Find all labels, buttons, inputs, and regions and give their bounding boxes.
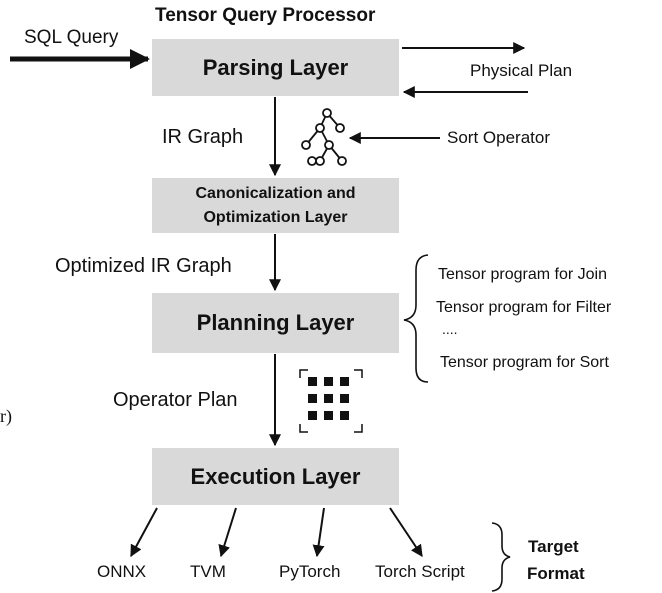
planning-layer-label: Planning Layer [196, 310, 355, 335]
parsing-layer-label: Parsing Layer [202, 54, 349, 80]
tensor-grid-icon [299, 369, 363, 433]
tree-structure-icon [301, 108, 347, 166]
canonicalization-layer-label-line2: Optimization Layer [203, 208, 348, 226]
tensor-program-ellipsis: .... [442, 321, 458, 337]
margin-fragment: r) [0, 406, 12, 426]
target-tvm: TVM [190, 562, 226, 581]
optimized-ir-graph-label: Optimized IR Graph [55, 255, 232, 277]
canonicalization-layer-box: Canonicalization and Optimization Layer [152, 178, 399, 233]
target-torch-script: Torch Script [375, 562, 465, 581]
target-pytorch: PyTorch [279, 562, 341, 581]
execution-layer-box: Execution Layer [152, 448, 399, 505]
canonicalization-layer-label-line1: Canonicalization and [195, 184, 356, 202]
ir-graph-label: IR Graph [162, 126, 244, 148]
target-format-label-line1: Target [528, 537, 579, 556]
diagram-title: Tensor Query Processor [155, 5, 376, 26]
planning-layer-box: Planning Layer [152, 293, 399, 353]
sort-operator-label: Sort Operator [447, 128, 550, 147]
tensor-program-join: Tensor program for Join [438, 266, 607, 283]
target-onnx: ONNX [97, 562, 147, 581]
parsing-layer-box: Parsing Layer [152, 39, 399, 96]
arrow-to-onnx [130, 507, 158, 558]
arrow-to-tvm [218, 507, 237, 558]
tensor-program-brace [403, 254, 429, 383]
target-format-label-line2: Format [527, 564, 585, 583]
tensor-program-sort: Tensor program for Sort [440, 354, 609, 371]
arrow-to-torch-script [389, 507, 423, 557]
arrow-to-pytorch [312, 507, 325, 558]
tensor-program-filter: Tensor program for Filter [436, 299, 612, 316]
target-format-brace [491, 522, 511, 592]
physical-plan-label: Physical Plan [470, 61, 573, 80]
sql-query-label: SQL Query [24, 27, 119, 48]
execution-layer-label: Execution Layer [190, 463, 361, 489]
operator-plan-label: Operator Plan [113, 389, 238, 411]
